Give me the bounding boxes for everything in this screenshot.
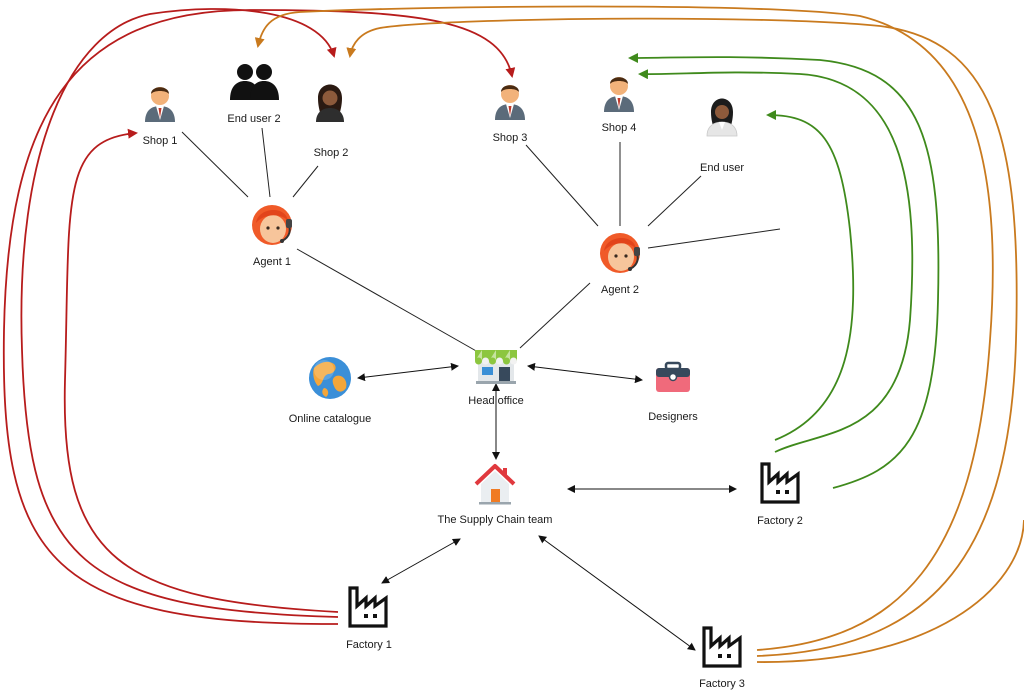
arrow-supplychain-factory1 (381, 538, 461, 584)
briefcase-icon (656, 361, 690, 392)
node-supply-chain[interactable]: The Supply Chain team (438, 464, 553, 526)
factory1-flows (2, 8, 516, 625)
label-agent1: Agent 1 (253, 256, 291, 268)
flow-factory1-shop2 (20, 8, 339, 618)
edge-shop2-agent1 (292, 165, 319, 198)
businessman-icon (604, 77, 634, 112)
businessman-icon (145, 87, 175, 122)
storefront-icon (475, 350, 517, 384)
label-shop4: Shop 4 (602, 122, 637, 134)
edge-enduser2-agent1 (261, 127, 271, 198)
two-users-icon (230, 64, 279, 100)
arrow-headoffice-designers (527, 362, 643, 384)
globe-icon (309, 357, 351, 399)
label-shop1: Shop 1 (143, 135, 178, 147)
edge-shop1-agent1 (181, 131, 249, 198)
label-end-user-2: End user 2 (227, 113, 280, 125)
label-supply-chain: The Supply Chain team (438, 514, 553, 526)
node-agent1[interactable]: Agent 1 (252, 205, 292, 268)
label-factory2: Factory 2 (757, 515, 803, 527)
flow-factory3-extra (756, 519, 1024, 663)
factory2-flows (628, 52, 940, 489)
label-factory1: Factory 1 (346, 639, 392, 651)
factory-icon (348, 586, 388, 628)
node-factory2[interactable]: Factory 2 (757, 462, 803, 527)
factory-icon (702, 626, 742, 668)
edge-agent2-extra (647, 228, 781, 249)
edge-agent1-headoffice (296, 248, 479, 353)
businesswoman-white-icon (706, 98, 738, 137)
node-end-user-2[interactable]: End user 2 (227, 64, 281, 125)
edge-shop3-agent2 (525, 144, 599, 227)
node-head-office[interactable]: Head office (468, 350, 524, 407)
bidirectional-arrows (357, 362, 737, 651)
label-online-catalogue: Online catalogue (289, 413, 372, 425)
support-agent-icon (600, 233, 640, 273)
flow-factory1-shop3 (2, 9, 516, 625)
label-shop2: Shop 2 (314, 147, 349, 159)
label-head-office: Head office (468, 395, 523, 407)
node-shop2[interactable]: Shop 2 (314, 84, 349, 160)
node-factory1[interactable]: Factory 1 (346, 586, 392, 651)
businesswoman-icon (316, 84, 344, 122)
flow-factory1-shop1 (63, 128, 339, 613)
node-end-user[interactable]: End user (700, 98, 744, 175)
flow-factory2-enduser (766, 110, 855, 441)
label-agent2: Agent 2 (601, 284, 639, 296)
factory-icon (760, 462, 800, 504)
support-agent-icon (252, 205, 292, 245)
node-shop1[interactable]: Shop 1 (143, 87, 178, 147)
node-online-catalogue[interactable]: Online catalogue (289, 357, 372, 425)
label-end-user: End user (700, 162, 744, 174)
house-icon (474, 464, 516, 505)
businessman-icon (495, 85, 525, 120)
edge-enduser-agent2 (647, 175, 702, 227)
node-factory3[interactable]: Factory 3 (699, 626, 745, 690)
node-designers[interactable]: Designers (648, 361, 698, 423)
node-shop4[interactable]: Shop 4 (602, 77, 637, 134)
node-shop3[interactable]: Shop 3 (493, 85, 528, 144)
label-factory3: Factory 3 (699, 678, 745, 690)
label-shop3: Shop 3 (493, 132, 528, 144)
edge-agent2-headoffice (519, 282, 591, 349)
arrow-catalogue-headoffice (357, 362, 459, 382)
connector-lines (181, 127, 781, 353)
node-agent2[interactable]: Agent 2 (600, 233, 640, 296)
label-designers: Designers (648, 411, 698, 423)
arrow-supplychain-factory3 (538, 535, 696, 651)
flow-factory2-shop4-b (628, 52, 940, 489)
flow-factory3-shop2 (346, 17, 1018, 657)
flow-factory2-shop4-a (638, 69, 914, 453)
factory3-flows (254, 5, 1024, 663)
flow-factory3-enduser2 (254, 5, 994, 651)
